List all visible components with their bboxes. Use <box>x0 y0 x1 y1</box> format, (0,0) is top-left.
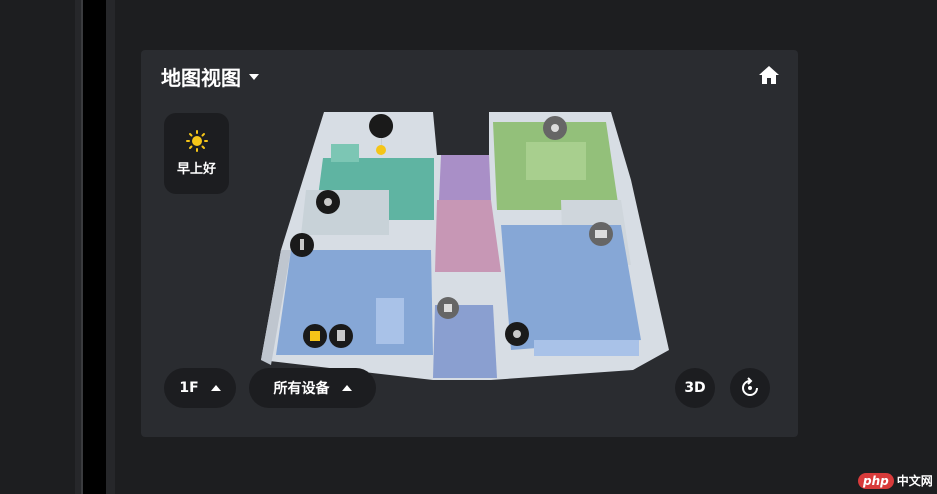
device-pin-bedroom[interactable] <box>543 116 567 140</box>
tv-pin[interactable] <box>589 222 613 246</box>
page-title: 地图视图 <box>161 66 241 90</box>
3d-view-button[interactable]: 3D <box>675 368 715 408</box>
device-filter-label: 所有设备 <box>273 381 330 397</box>
device-filter-button[interactable]: 所有设备 <box>249 368 376 408</box>
greeting-card[interactable]: 早上好 <box>164 113 229 194</box>
desk <box>331 144 359 162</box>
watermark-brand: php <box>858 472 894 489</box>
bezel-strip <box>83 0 106 494</box>
view-mode-label: 3D <box>684 380 706 396</box>
caret-up-icon <box>341 385 352 391</box>
room-living[interactable] <box>501 225 641 350</box>
device-pin-dining-1[interactable] <box>303 324 327 348</box>
bed <box>526 142 586 180</box>
device-pin-living[interactable] <box>505 322 529 346</box>
sun-icon <box>185 130 208 152</box>
device-pin-closet[interactable] <box>290 233 314 257</box>
device-pin-study[interactable] <box>316 190 340 214</box>
room-hall[interactable] <box>439 155 491 200</box>
device-pin-dining-2[interactable] <box>329 324 353 348</box>
device-pin-entry[interactable] <box>437 297 459 319</box>
floor-label: 1F <box>179 380 199 396</box>
rotate-view-button[interactable] <box>730 368 770 408</box>
watermark-site: 中文网 <box>896 474 933 488</box>
room-entry[interactable] <box>433 305 497 378</box>
floor-side <box>261 250 291 365</box>
map-view-card: 地图视图 早上好 1F 所有设备 3D <box>141 50 798 437</box>
sofa <box>534 340 639 356</box>
floor-plan-map[interactable] <box>141 50 798 437</box>
light-pin[interactable] <box>369 114 394 158</box>
bezel-edge <box>81 0 83 494</box>
caret-up-icon <box>210 385 221 391</box>
dining-table <box>376 298 404 344</box>
caret-down-icon <box>249 73 259 80</box>
room-corridor[interactable] <box>435 200 501 272</box>
floor-selector-button[interactable]: 1F <box>164 368 236 408</box>
map-view-dropdown[interactable]: 地图视图 <box>161 62 259 91</box>
site-watermark: php 中文网 <box>858 472 933 489</box>
home-icon[interactable] <box>758 64 780 86</box>
room-dining[interactable] <box>276 250 433 355</box>
room-closet[interactable] <box>301 190 389 235</box>
greeting-label: 早上好 <box>176 162 216 177</box>
rotate-view-icon <box>742 377 758 396</box>
